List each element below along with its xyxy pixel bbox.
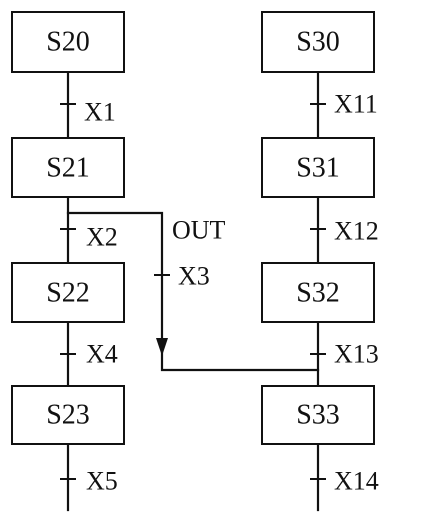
step-box-s20 [11,11,125,73]
transition-label-x5: X5 [86,467,118,496]
step-box-s22 [11,262,125,323]
transition-label-x11: X11 [334,90,378,119]
transition-label-x13: X13 [334,340,379,369]
step-box-s30 [261,11,375,73]
transition-label-x2: X2 [86,223,118,252]
jump-branch-wire [66,211,320,372]
step-label-s31: S31 [296,153,340,184]
step-label-s20: S20 [46,27,90,58]
transition-label-x4: X4 [86,340,118,369]
step-label-s32: S32 [296,278,340,309]
transition-label-x1: X1 [84,98,116,127]
transition-label-x12: X12 [334,217,379,246]
step-label-s22: S22 [46,278,90,309]
step-box-s33 [261,385,375,445]
step-label-s23: S23 [46,400,90,431]
step-label-s30: S30 [296,27,340,58]
jump-label-out: OUT [172,216,226,245]
transition-label-x14: X14 [334,467,379,496]
step-box-s21 [11,137,125,198]
step-label-s21: S21 [46,153,90,184]
step-box-s31 [261,137,375,198]
step-box-s32 [261,262,375,323]
step-box-s23 [11,385,125,445]
jump-arrow-icon [156,338,168,356]
transition-label-x3: X3 [178,262,210,291]
step-label-s33: S33 [296,400,340,431]
